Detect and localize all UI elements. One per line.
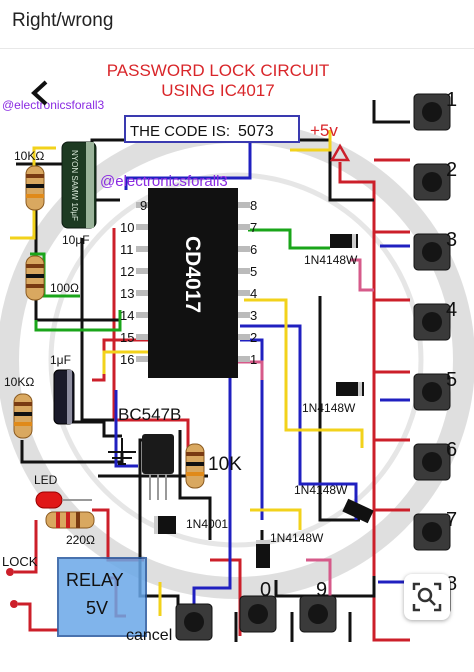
resistor-10k-bottom — [13, 393, 33, 439]
lock-label: LOCK — [2, 554, 38, 569]
watermark-handle-top: @electronicsforall3 — [2, 98, 105, 112]
image-search-button[interactable] — [404, 574, 450, 620]
ic-pin-right-3: 3 — [250, 308, 257, 323]
cap-top-label: 10μF — [62, 233, 90, 247]
ic-pin-right-8: 8 — [250, 198, 257, 213]
lock-terminals — [6, 568, 18, 608]
supply-arrow-icon — [329, 143, 351, 162]
diode-label-1: 1N4148W — [304, 253, 358, 267]
key-1-label: 1 — [446, 89, 457, 111]
ic-pin-left-15: 15 — [120, 330, 134, 345]
ic-pin-left-16: 16 — [120, 352, 134, 367]
key-5: 5 — [413, 369, 457, 411]
key-7: 7 — [413, 509, 457, 551]
ic-pin-labels: 9 10 11 12 13 14 15 16 8 7 6 5 4 3 2 1 — [120, 198, 257, 367]
key-2-label: 2 — [446, 159, 457, 181]
code-value: 5073 — [238, 123, 274, 140]
keypad-buttons: 1 2 3 4 5 6 7 8 0 9 — [175, 89, 457, 641]
key-9: 9 — [299, 579, 337, 633]
capacitor-10uf: NYON SAMW 10μF — [61, 141, 97, 229]
code-box — [124, 115, 300, 143]
page-title: Right/wrong — [12, 10, 114, 31]
diode-label-3: 1N4148W — [294, 483, 348, 497]
r-bottom-label: 10KΩ — [4, 375, 34, 389]
diode-1n4148w-3 — [342, 498, 374, 524]
key-2: 2 — [413, 159, 457, 201]
ic-pin-left-11: 11 — [120, 242, 134, 257]
key-4-label: 4 — [446, 299, 457, 321]
key-4: 4 — [413, 299, 457, 341]
led-label: LED — [34, 473, 58, 487]
transistor-label: BC547B — [118, 405, 181, 424]
chevron-left-icon — [31, 80, 48, 106]
diode-label-2: 1N4148W — [302, 401, 356, 415]
back-button[interactable] — [24, 76, 58, 110]
code-label: THE CODE IS: — [130, 123, 230, 140]
cap-bottom-label: 1μF — [50, 353, 71, 367]
key-3-label: 3 — [446, 229, 457, 251]
ic-pin-right-7: 7 — [250, 220, 257, 235]
r-100-label: 100Ω — [50, 281, 79, 295]
r-10k-label: 10K — [208, 454, 242, 475]
ic-label: CD4017 — [181, 236, 204, 313]
diode-1n4148w-2 — [336, 382, 364, 396]
key-8-label: 8 — [446, 573, 457, 595]
ground-symbol-icon — [108, 438, 136, 465]
r-top-label: 10KΩ — [14, 149, 44, 163]
ic-pin-left-12: 12 — [120, 264, 134, 279]
resistor-10k-top — [25, 165, 45, 211]
transistor-bc547b — [142, 434, 174, 500]
relay-label: RELAY — [66, 570, 124, 590]
relay-voltage: 5V — [86, 598, 108, 618]
diode-label-4: 1N4148W — [270, 531, 324, 545]
ic-pin-right-2: 2 — [250, 330, 257, 345]
r-220-label: 220Ω — [66, 533, 95, 547]
led — [35, 491, 92, 509]
watermark-handle-mid: @electronicsforall3 — [100, 173, 228, 190]
key-6-label: 6 — [446, 439, 457, 461]
circuit-diagram: PASSWORD LOCK CIRCUIT USING IC4017 @elec… — [0, 61, 474, 644]
ic-pin-right-6: 6 — [250, 242, 257, 257]
key-6: 6 — [413, 439, 457, 481]
image-search-icon — [412, 582, 442, 612]
key-0-label: 0 — [260, 579, 271, 601]
ic-pin-left-14: 14 — [120, 308, 134, 323]
resistor-10k-transistor — [185, 443, 205, 489]
top-bar: Right/wrong — [0, 0, 474, 49]
key-5-label: 5 — [446, 369, 457, 391]
ic-pin-left-13: 13 — [120, 286, 134, 301]
key-0: 0 — [239, 579, 277, 633]
key-9-label: 9 — [316, 579, 327, 601]
diode-1n4148w-1 — [330, 234, 358, 248]
key-7-label: 7 — [446, 509, 457, 531]
ic-pin-left-10: 10 — [120, 220, 134, 235]
ic-cd4017: CD4017 — [136, 188, 250, 378]
resistor-100 — [25, 255, 45, 301]
diagram-title-line2: USING IC4017 — [161, 81, 274, 100]
diagram-title-line1: PASSWORD LOCK CIRCUIT — [107, 61, 330, 80]
diode-1n4001 — [154, 516, 176, 534]
key-cancel — [175, 603, 213, 641]
ic-pin-right-4: 4 — [250, 286, 257, 301]
ic-pin-left-9: 9 — [140, 198, 147, 213]
supply-label: +5v — [310, 121, 338, 140]
resistor-220 — [45, 511, 95, 529]
cap-top-body-text: NYON SAMW 10μF — [70, 150, 79, 221]
diode-1n4148w-4 — [256, 540, 270, 568]
ic-pin-right-1: 1 — [250, 352, 257, 367]
diode-4001-label: 1N4001 — [186, 517, 228, 531]
key-3: 3 — [413, 229, 457, 271]
relay — [57, 557, 147, 637]
cancel-label: cancel — [126, 627, 172, 644]
capacitor-1uf — [53, 369, 75, 425]
key-1: 1 — [413, 89, 457, 131]
ic-pin-right-5: 5 — [250, 264, 257, 279]
